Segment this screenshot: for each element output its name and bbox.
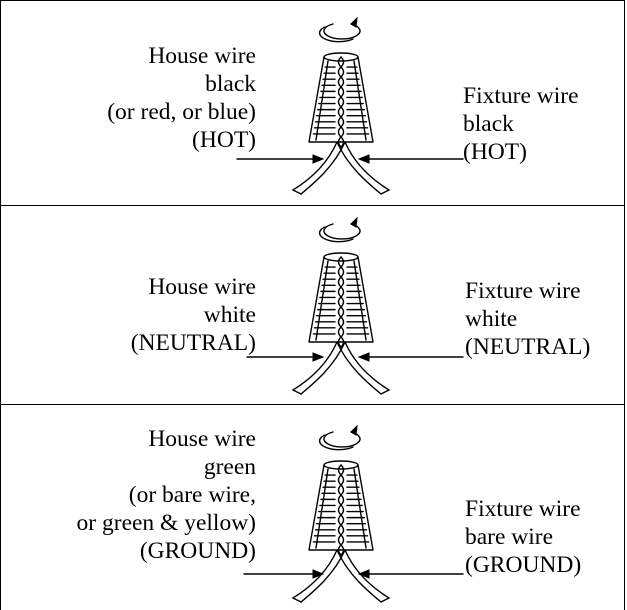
twisted-wires-icon: [337, 56, 345, 148]
fixture-wire-pointer-arrow: [357, 154, 464, 164]
house-line: black: [205, 71, 256, 97]
wire-nut-icon: [308, 52, 374, 143]
fixture-wire-label-neutral: Fixture wire white (NEUTRAL): [465, 277, 590, 361]
fixture-wire-label-ground: Fixture wire bare wire (GROUND): [465, 495, 581, 579]
fixture-line: Fixture wire: [465, 278, 581, 304]
house-wire-label-ground: House wire green (or bare wire, or green…: [77, 425, 256, 565]
wire-nut-group-ground: [243, 424, 464, 603]
wire-leads-icon: [292, 549, 390, 603]
twist-direction-icon: [318, 424, 361, 451]
wire-nut-group-neutral: [246, 216, 464, 395]
wire-nut-icon: [308, 460, 374, 551]
fixture-line: Fixture wire: [463, 83, 579, 109]
fixture-line: (GROUND): [465, 552, 582, 578]
house-line: (GROUND): [139, 538, 256, 564]
fixture-line: Fixture wire: [465, 496, 581, 522]
twist-direction-icon: [318, 16, 361, 43]
fixture-line: black: [463, 111, 514, 137]
wire-nut-icon: [308, 252, 374, 343]
house-line: (HOT): [192, 127, 256, 153]
house-line: House wire: [148, 43, 256, 69]
house-line: (or bare wire,: [128, 482, 256, 508]
wire-leads-icon: [292, 141, 390, 195]
fixture-line: (NEUTRAL): [465, 334, 591, 360]
fixture-wire-label-hot: Fixture wire black (HOT): [463, 82, 579, 166]
fixture-line: (HOT): [463, 139, 527, 165]
wire-leads-icon: [292, 341, 390, 395]
twist-direction-icon: [318, 216, 361, 243]
house-line: (or red, or blue): [107, 99, 256, 125]
house-line: or green & yellow): [76, 510, 256, 536]
house-line: House wire: [148, 426, 256, 452]
twisted-wires-icon: [337, 256, 345, 348]
wire-nut-group-hot: [236, 16, 464, 195]
house-wire-label-hot: House wire black (or red, or blue) (HOT): [107, 42, 256, 154]
fixture-line: bare wire: [465, 524, 554, 550]
fixture-wire-pointer-arrow: [357, 569, 464, 579]
house-line: (NEUTRAL): [130, 330, 256, 356]
house-wire-label-neutral: House wire white (NEUTRAL): [131, 273, 256, 357]
fixture-wire-pointer-arrow: [357, 352, 464, 362]
panel-ground: [0, 404, 625, 610]
fixture-line: white: [465, 306, 518, 332]
house-line: House wire: [148, 274, 256, 300]
house-wire-pointer-arrow: [243, 569, 325, 579]
house-wire-pointer-arrow: [236, 154, 325, 164]
house-wire-pointer-arrow: [246, 352, 325, 362]
house-line: green: [203, 454, 256, 480]
house-line: white: [203, 302, 256, 328]
twisted-wires-icon: [337, 464, 345, 556]
